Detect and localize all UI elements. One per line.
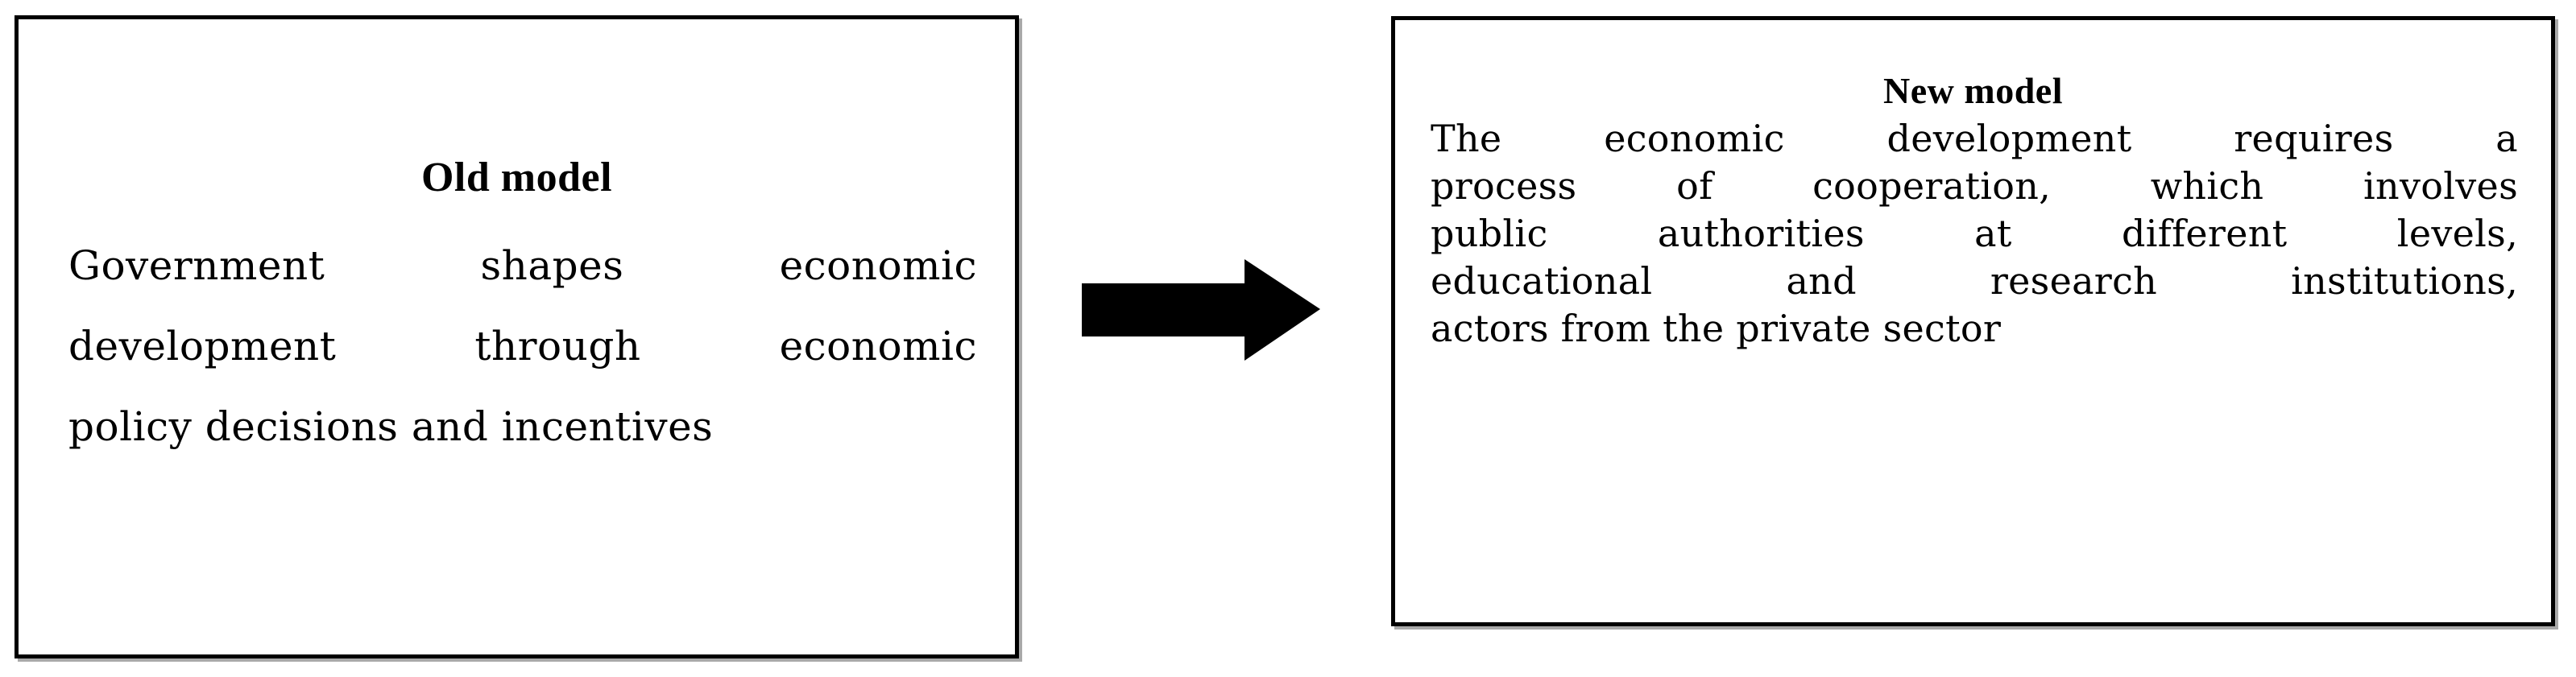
- new-model-body: The economic development requires a proc…: [1431, 115, 2518, 353]
- right-block-arrow-icon: [1082, 259, 1320, 361]
- old-model-body-line: Government shapes economic: [68, 242, 977, 289]
- old-model-title: Old model: [420, 155, 613, 200]
- old-model-box: Old model Government shapes economic dev…: [14, 15, 1019, 658]
- new-model-box: New model The economic development requi…: [1391, 16, 2555, 626]
- old-model-body-line: development through economic: [68, 323, 977, 369]
- old-model-box-inner: Old model Government shapes economic dev…: [19, 19, 1015, 654]
- new-model-body-line: process of cooperation, which involves: [1431, 164, 2518, 208]
- new-model-body-line: educational and research institutions,: [1431, 259, 2518, 303]
- new-model-title: New model: [1883, 70, 2063, 111]
- old-model-body: Government shapes economic development t…: [68, 225, 977, 467]
- old-model-body-line: policy decisions and incentives: [68, 403, 714, 450]
- new-model-body-line: actors from the private sector: [1431, 307, 2002, 350]
- new-model-body-line: public authorities at different levels,: [1431, 212, 2518, 255]
- new-model-box-inner: New model The economic development requi…: [1395, 20, 2551, 622]
- new-model-body-line: The economic development requires a: [1431, 117, 2518, 160]
